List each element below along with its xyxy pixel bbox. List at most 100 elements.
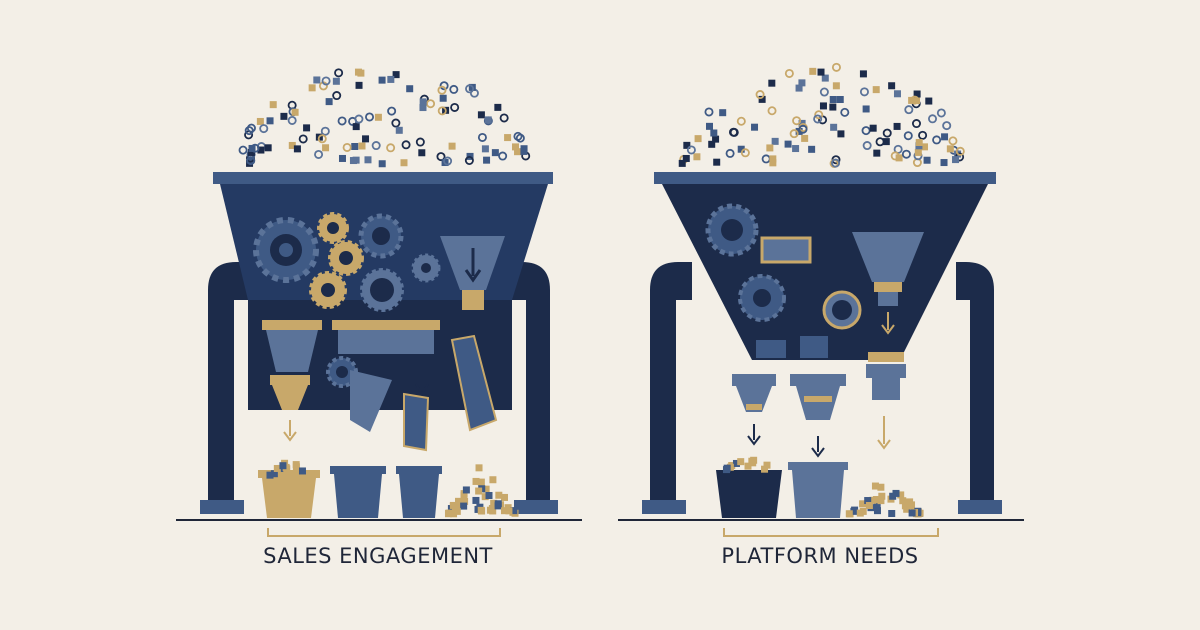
- nozzle: [732, 374, 776, 412]
- particle: [280, 112, 288, 120]
- particle: [484, 116, 492, 124]
- particle: [712, 135, 720, 143]
- particle: [767, 106, 777, 116]
- particle: [829, 103, 837, 111]
- particle: [247, 148, 255, 156]
- blue-bin: [396, 466, 442, 518]
- particle: [784, 140, 792, 148]
- gear-group-left: [253, 212, 441, 388]
- chutes-left: [350, 334, 498, 452]
- particle: [845, 510, 853, 518]
- gear-icon: [738, 274, 786, 322]
- particle: [400, 159, 408, 167]
- particle: [246, 156, 256, 166]
- particle: [321, 76, 331, 86]
- particle: [889, 492, 897, 500]
- particle: [475, 464, 483, 472]
- particle: [342, 142, 352, 152]
- particle: [449, 84, 459, 94]
- gold-bin: [258, 459, 320, 518]
- particle: [332, 91, 342, 101]
- particle: [769, 159, 777, 167]
- particle: [489, 476, 497, 484]
- gold-pile: [444, 464, 519, 518]
- particle: [904, 105, 914, 115]
- particle: [483, 156, 491, 164]
- particle: [320, 126, 330, 136]
- particle: [437, 106, 447, 116]
- particle: [798, 79, 806, 87]
- particle: [728, 127, 738, 137]
- particle: [490, 499, 498, 507]
- output-bins-right: [716, 456, 924, 518]
- particle: [859, 500, 867, 508]
- particle: [899, 497, 907, 505]
- particle: [875, 137, 885, 147]
- particle: [801, 134, 809, 142]
- particle: [303, 124, 311, 132]
- nozzle: [866, 364, 906, 400]
- particle: [322, 144, 330, 152]
- particle: [769, 155, 777, 163]
- particle: [941, 133, 949, 141]
- particle: [869, 496, 877, 504]
- particle: [809, 67, 817, 75]
- particle: [936, 108, 946, 118]
- particle: [395, 126, 403, 134]
- flow-arrows-left: [283, 360, 429, 442]
- particle: [338, 154, 346, 162]
- particle: [481, 493, 489, 501]
- particle: [477, 506, 485, 514]
- particle: [873, 501, 881, 509]
- particle: [923, 156, 931, 164]
- machine-label-left: SALES ENGAGEMENT: [263, 544, 493, 568]
- input-particles-left: [238, 68, 531, 168]
- particle: [955, 146, 965, 156]
- particle: [740, 148, 750, 158]
- blue-bin: [330, 466, 386, 518]
- particle: [386, 143, 396, 153]
- particle: [270, 470, 278, 478]
- particle: [795, 84, 803, 92]
- particle: [378, 160, 386, 168]
- particle: [882, 138, 890, 146]
- particle: [877, 497, 885, 505]
- particle: [865, 501, 873, 509]
- particle: [932, 135, 942, 145]
- particle: [908, 509, 916, 517]
- particle: [888, 510, 896, 518]
- particle: [460, 490, 468, 498]
- particle: [451, 504, 459, 512]
- particle: [682, 154, 690, 162]
- particle: [914, 148, 922, 156]
- particle: [499, 113, 509, 123]
- particle: [893, 90, 901, 98]
- particle: [693, 153, 701, 161]
- particle: [482, 485, 490, 493]
- particle: [763, 461, 771, 469]
- particle: [500, 507, 508, 515]
- particle: [851, 506, 859, 514]
- particle: [831, 158, 841, 168]
- particle: [771, 137, 779, 145]
- output-nozzles-right: [732, 364, 906, 420]
- gear-icon: [358, 213, 404, 259]
- particle: [460, 502, 468, 510]
- particle: [238, 145, 248, 155]
- particle: [498, 151, 508, 161]
- particle: [362, 135, 370, 143]
- particle: [946, 145, 954, 153]
- particle: [419, 104, 427, 112]
- particle: [259, 124, 269, 134]
- particle: [877, 483, 885, 491]
- internal-funnel-right: [852, 232, 924, 335]
- particle: [901, 149, 911, 159]
- particle: [500, 493, 508, 501]
- particle: [948, 136, 958, 146]
- particle: [808, 145, 816, 153]
- particle: [314, 149, 324, 159]
- gear-icon: [360, 268, 404, 312]
- particle: [861, 126, 871, 136]
- particle: [725, 148, 735, 158]
- particle: [864, 497, 872, 505]
